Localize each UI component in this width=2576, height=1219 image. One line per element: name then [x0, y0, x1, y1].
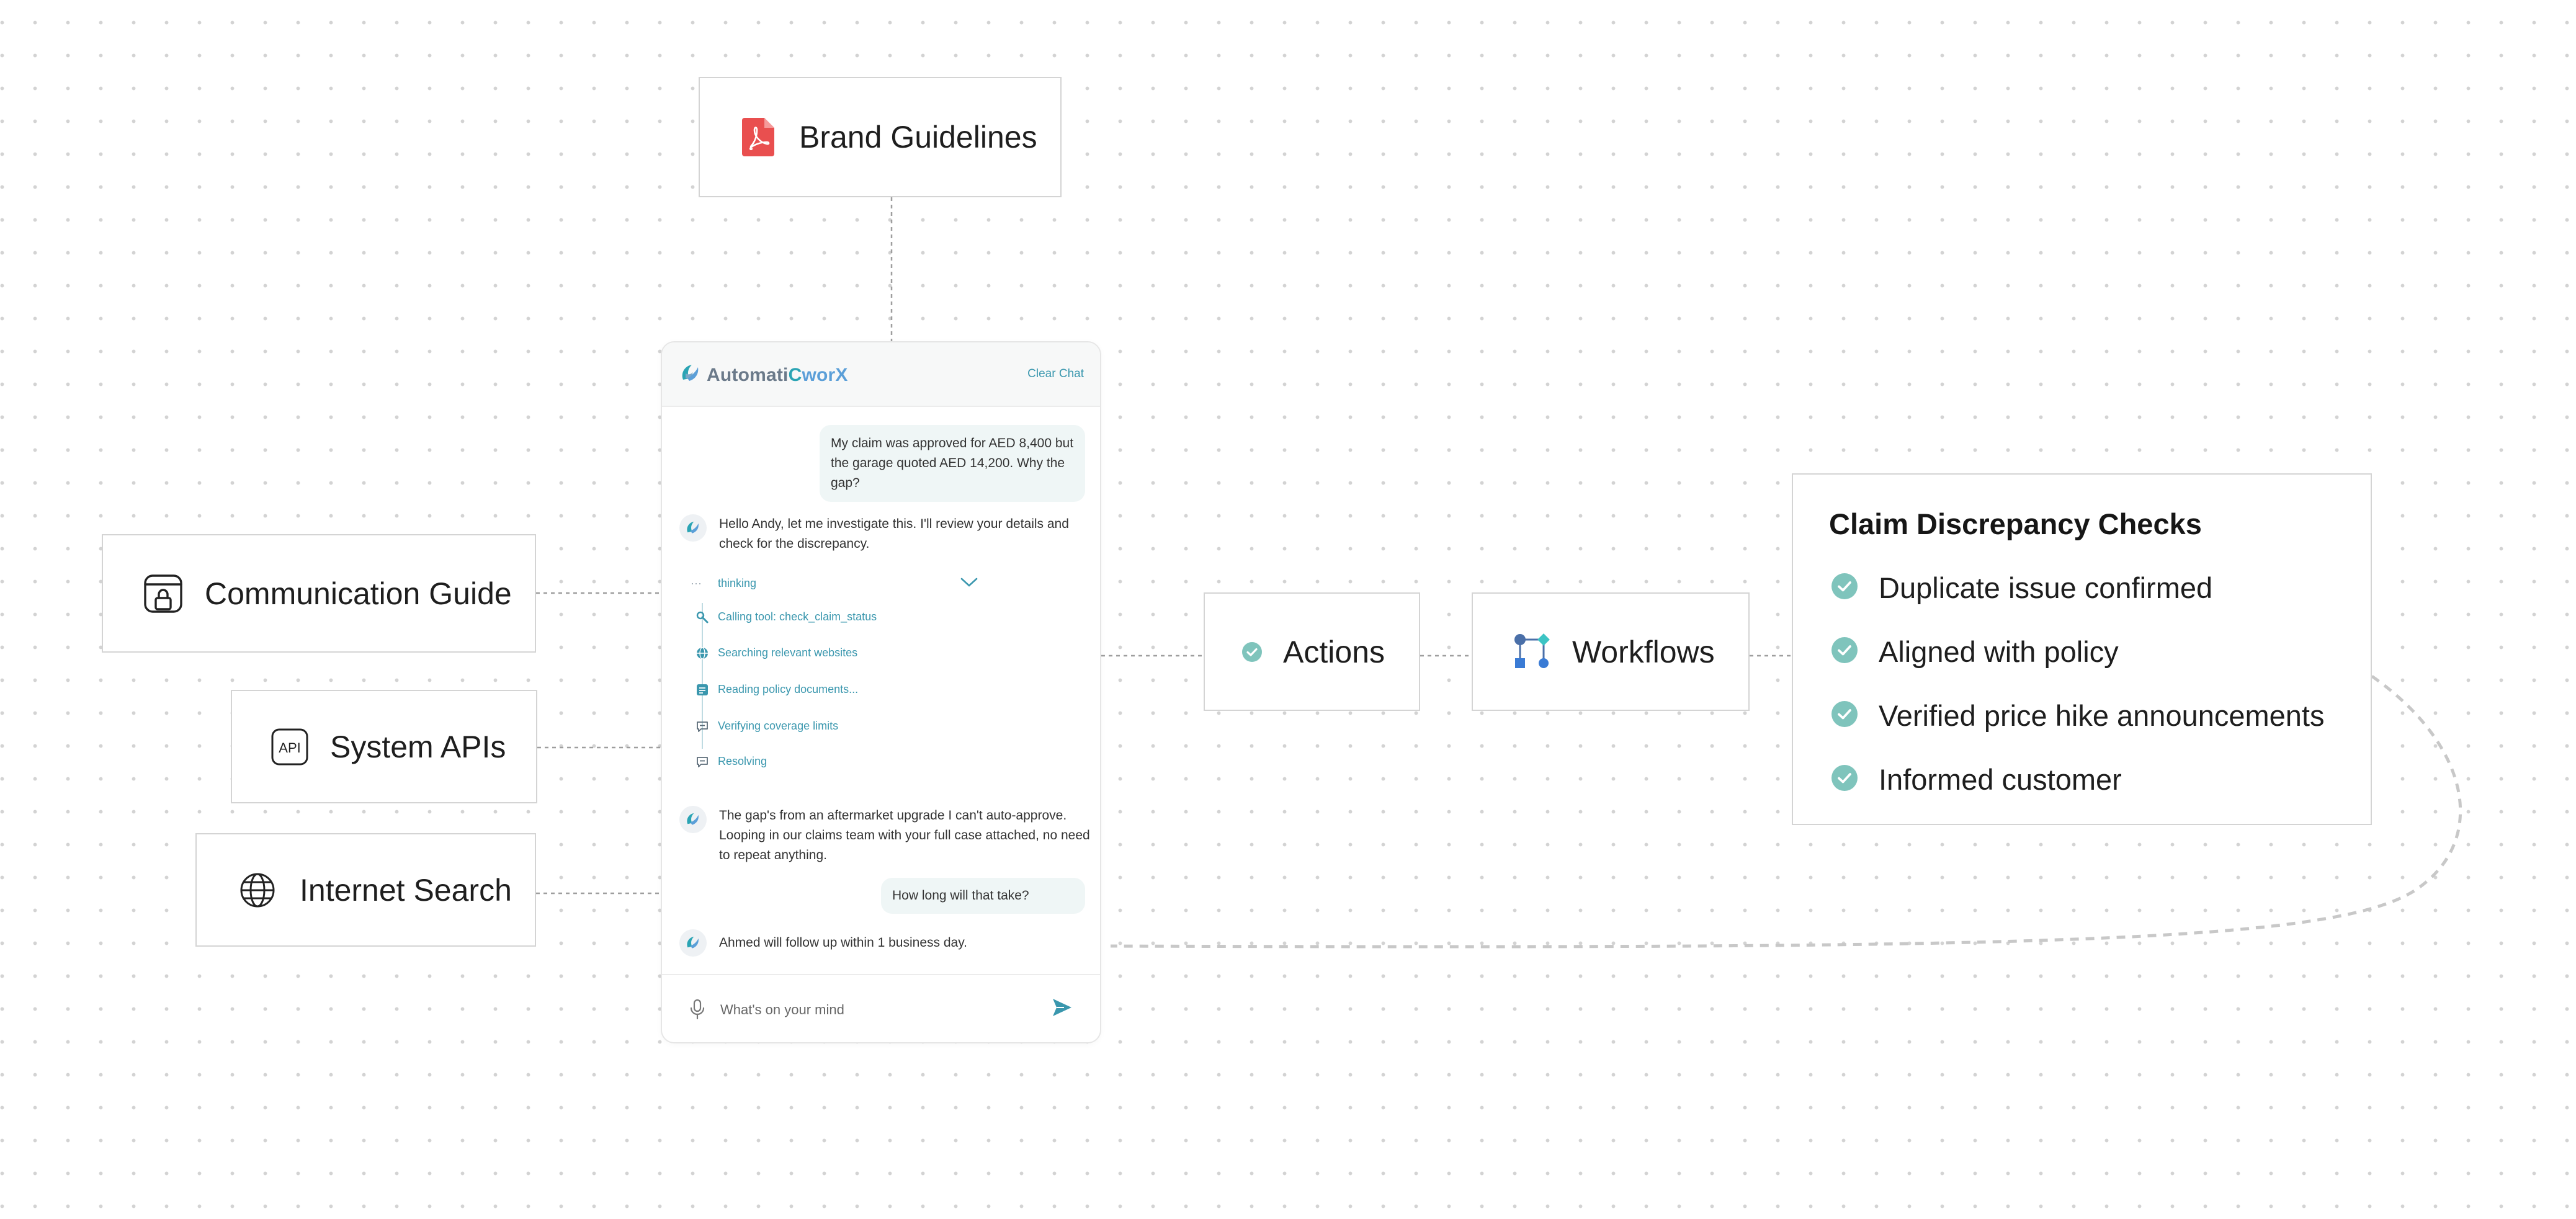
brand-guidelines-node[interactable]: Brand Guidelines	[699, 77, 1062, 197]
bot-avatar-icon	[679, 514, 707, 542]
chat-header: AutomatiCworX Clear Chat	[662, 342, 1100, 407]
check-item-label: Verified price hike announcements	[1879, 699, 2325, 732]
chat-message-input[interactable]	[720, 999, 1031, 1021]
check-item-label: Aligned with policy	[1879, 635, 2119, 668]
bot-message-text: Ahmed will follow up within 1 business d…	[719, 935, 967, 950]
checks-title: Claim Discrepancy Checks	[1829, 507, 2202, 540]
svg-text:API: API	[279, 740, 300, 756]
check-circle-icon	[1831, 573, 1858, 602]
pdf-icon	[742, 118, 774, 156]
search-web-icon	[694, 645, 710, 661]
bot-avatar-icon	[679, 806, 707, 833]
check-item-label: Informed customer	[1879, 763, 2122, 796]
api-icon: API	[271, 728, 309, 766]
thinking-step: Calling tool: check_claim_status	[718, 610, 877, 623]
send-icon[interactable]	[1052, 998, 1073, 1020]
lock-window-icon	[143, 573, 184, 614]
logo-text-part2: C	[788, 364, 802, 385]
check-item-label: Duplicate issue confirmed	[1879, 571, 2213, 604]
automaticworx-logo: AutomatiCworX	[679, 362, 848, 388]
thinking-toggle[interactable]: thinking	[718, 577, 757, 589]
check-circle-icon	[1242, 641, 1262, 662]
chat-panel: AutomatiCworX Clear Chat My claim was ap…	[661, 341, 1101, 1043]
message-icon	[694, 754, 710, 770]
check-circle-icon	[1831, 701, 1858, 730]
logo-text-part3: worX	[802, 364, 848, 385]
workflows-label: Workflows	[1572, 634, 1715, 669]
logo-text-part1: Automati	[707, 364, 789, 385]
logo-mark-icon	[679, 362, 702, 388]
microphone-icon[interactable]	[689, 999, 705, 1023]
claim-discrepancy-checks-panel: Claim Discrepancy Checks Duplicate issue…	[1792, 473, 2372, 825]
check-item: Informed customer	[1831, 762, 2122, 797]
bot-message: Hello Andy, let me investigate this. I'l…	[679, 514, 1098, 554]
communication-guide-node[interactable]: Communication Guide	[102, 534, 536, 653]
check-circle-icon	[1831, 637, 1858, 666]
thinking-step: Searching relevant websites	[718, 646, 858, 659]
clear-chat-button[interactable]: Clear Chat	[1027, 367, 1084, 380]
bot-message: Ahmed will follow up within 1 business d…	[679, 929, 1098, 957]
thinking-step: Verifying coverage limits	[718, 720, 839, 732]
system-apis-label: System APIs	[330, 729, 506, 764]
actions-node[interactable]: Actions	[1204, 592, 1420, 711]
check-item: Aligned with policy	[1831, 635, 2119, 669]
check-item: Verified price hike announcements	[1831, 699, 2325, 733]
thinking-step: Resolving	[718, 755, 767, 767]
internet-search-label: Internet Search	[300, 872, 512, 908]
document-icon	[694, 682, 710, 698]
system-apis-node[interactable]: API System APIs	[231, 690, 537, 803]
actions-label: Actions	[1283, 634, 1385, 669]
bot-message: The gap's from an aftermarket upgrade I …	[679, 806, 1098, 865]
bot-message-text: The gap's from an aftermarket upgrade I …	[719, 808, 1090, 862]
chevron-down-icon[interactable]	[960, 577, 978, 591]
brand-guidelines-label: Brand Guidelines	[799, 120, 1037, 154]
globe-icon	[239, 872, 276, 909]
communication-guide-label: Communication Guide	[205, 576, 512, 611]
thinking-dots-icon: ···	[691, 577, 702, 589]
tool-icon	[694, 609, 710, 625]
workflow-icon	[1514, 633, 1551, 671]
thinking-step: Reading policy documents...	[718, 683, 859, 695]
workflows-node[interactable]: Workflows	[1472, 592, 1750, 711]
thinking-steps-line	[702, 603, 703, 749]
check-item: Duplicate issue confirmed	[1831, 571, 2212, 605]
user-message: My claim was approved for AED 8,400 but …	[820, 425, 1085, 502]
bot-avatar-icon	[679, 929, 707, 957]
bot-message-text: Hello Andy, let me investigate this. I'l…	[719, 517, 1069, 551]
message-check-icon	[694, 718, 710, 735]
internet-search-node[interactable]: Internet Search	[195, 833, 536, 947]
chat-input-bar	[662, 974, 1100, 1042]
user-message: How long will that take?	[881, 878, 1085, 914]
check-circle-icon	[1831, 765, 1858, 794]
